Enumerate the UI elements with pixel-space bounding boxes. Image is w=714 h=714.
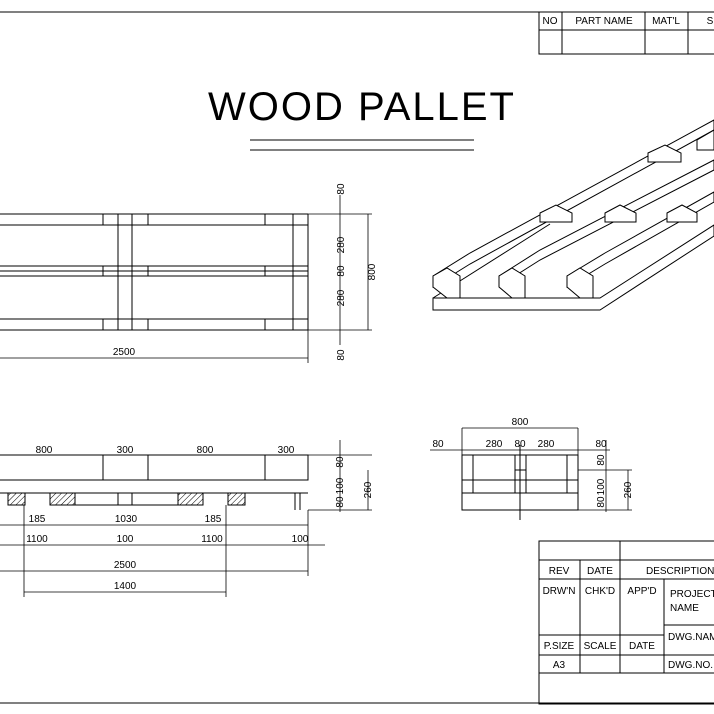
parts-header-no: NO [543, 16, 558, 27]
side-bottom2-dim-1: 1100 [26, 534, 48, 545]
title-block-description: DESCRIPTION O [646, 566, 714, 577]
title-block-checked: CHK'D [585, 586, 615, 597]
top-view-dimensions [0, 195, 372, 363]
title-block-psize-value: A3 [553, 660, 566, 671]
title-block-approved: APP'D [627, 586, 656, 597]
end-right-dim-2: 100 [596, 478, 607, 495]
title-block-project-name-2: NAME [670, 603, 699, 614]
side-bottom-dim-2: 1030 [115, 514, 138, 525]
side-view [0, 455, 308, 510]
end-right-dim-4: 260 [623, 481, 634, 498]
title-block-rev: REV [549, 566, 570, 577]
side-right-dim-3: 80 [335, 496, 346, 508]
side-bottom2-dim-2: 100 [117, 534, 134, 545]
top-view [0, 214, 308, 330]
parts-header-material: MAT'L [652, 16, 680, 27]
parts-header-s: S [707, 16, 714, 27]
top-dim-2: 280 [336, 236, 347, 253]
side-top-dim-4: 300 [278, 445, 295, 456]
top-dim-3: 80 [336, 265, 347, 277]
top-dim-5: 80 [336, 349, 347, 361]
parts-list-table [539, 12, 714, 54]
title-block-project-name-1: PROJECT [670, 589, 714, 600]
end-view [462, 445, 578, 520]
side-bottom-dim-3: 185 [205, 514, 222, 525]
title-underline [250, 140, 474, 150]
side-view-dimensions [0, 440, 372, 597]
side-bottom2-dim-4: 100 [292, 534, 309, 545]
title-block-date: DATE [587, 566, 613, 577]
top-overall-height: 800 [367, 263, 378, 280]
side-right-dim-2: 100 [335, 477, 346, 494]
title-block-dwg-no: DWG.NO. [668, 660, 713, 671]
end-right-dim-1: 80 [596, 454, 607, 466]
side-overall-length: 2500 [114, 560, 137, 571]
side-right-dim-1: 80 [335, 456, 346, 468]
end-view-dimensions [430, 428, 632, 512]
title-block-scale: SCALE [584, 641, 617, 652]
side-top-dim-2: 300 [117, 445, 134, 456]
side-base-length: 1400 [114, 581, 137, 592]
side-bottom2-dim-3: 1100 [201, 534, 223, 545]
end-top-dim-2: 280 [486, 439, 503, 450]
end-right-dim-3: 80 [596, 496, 607, 508]
parts-header-part-name: PART NAME [575, 16, 633, 27]
title-block-psize: P.SIZE [544, 641, 575, 652]
end-top-dim-5: 80 [595, 439, 607, 450]
end-top-dim-3: 80 [514, 439, 526, 450]
side-top-dim-1: 800 [36, 445, 53, 456]
title-block [539, 541, 714, 704]
end-top-dim-1: 80 [432, 439, 444, 450]
top-overall-length: 2500 [113, 347, 136, 358]
end-overall-width: 800 [512, 417, 529, 428]
drawing-title: WOOD PALLET [208, 85, 516, 129]
title-block-dwg-name: DWG.NAME [668, 632, 714, 643]
top-dim-1: 80 [336, 183, 347, 195]
title-block-date-2: DATE [629, 641, 655, 652]
end-top-dim-4: 280 [538, 439, 555, 450]
top-dim-4: 280 [336, 289, 347, 306]
side-top-dim-3: 800 [197, 445, 214, 456]
title-block-drawn: DRW'N [543, 586, 576, 597]
side-right-dim-4: 260 [363, 481, 374, 498]
isometric-view [433, 120, 714, 310]
side-bottom-dim-1: 185 [29, 514, 46, 525]
